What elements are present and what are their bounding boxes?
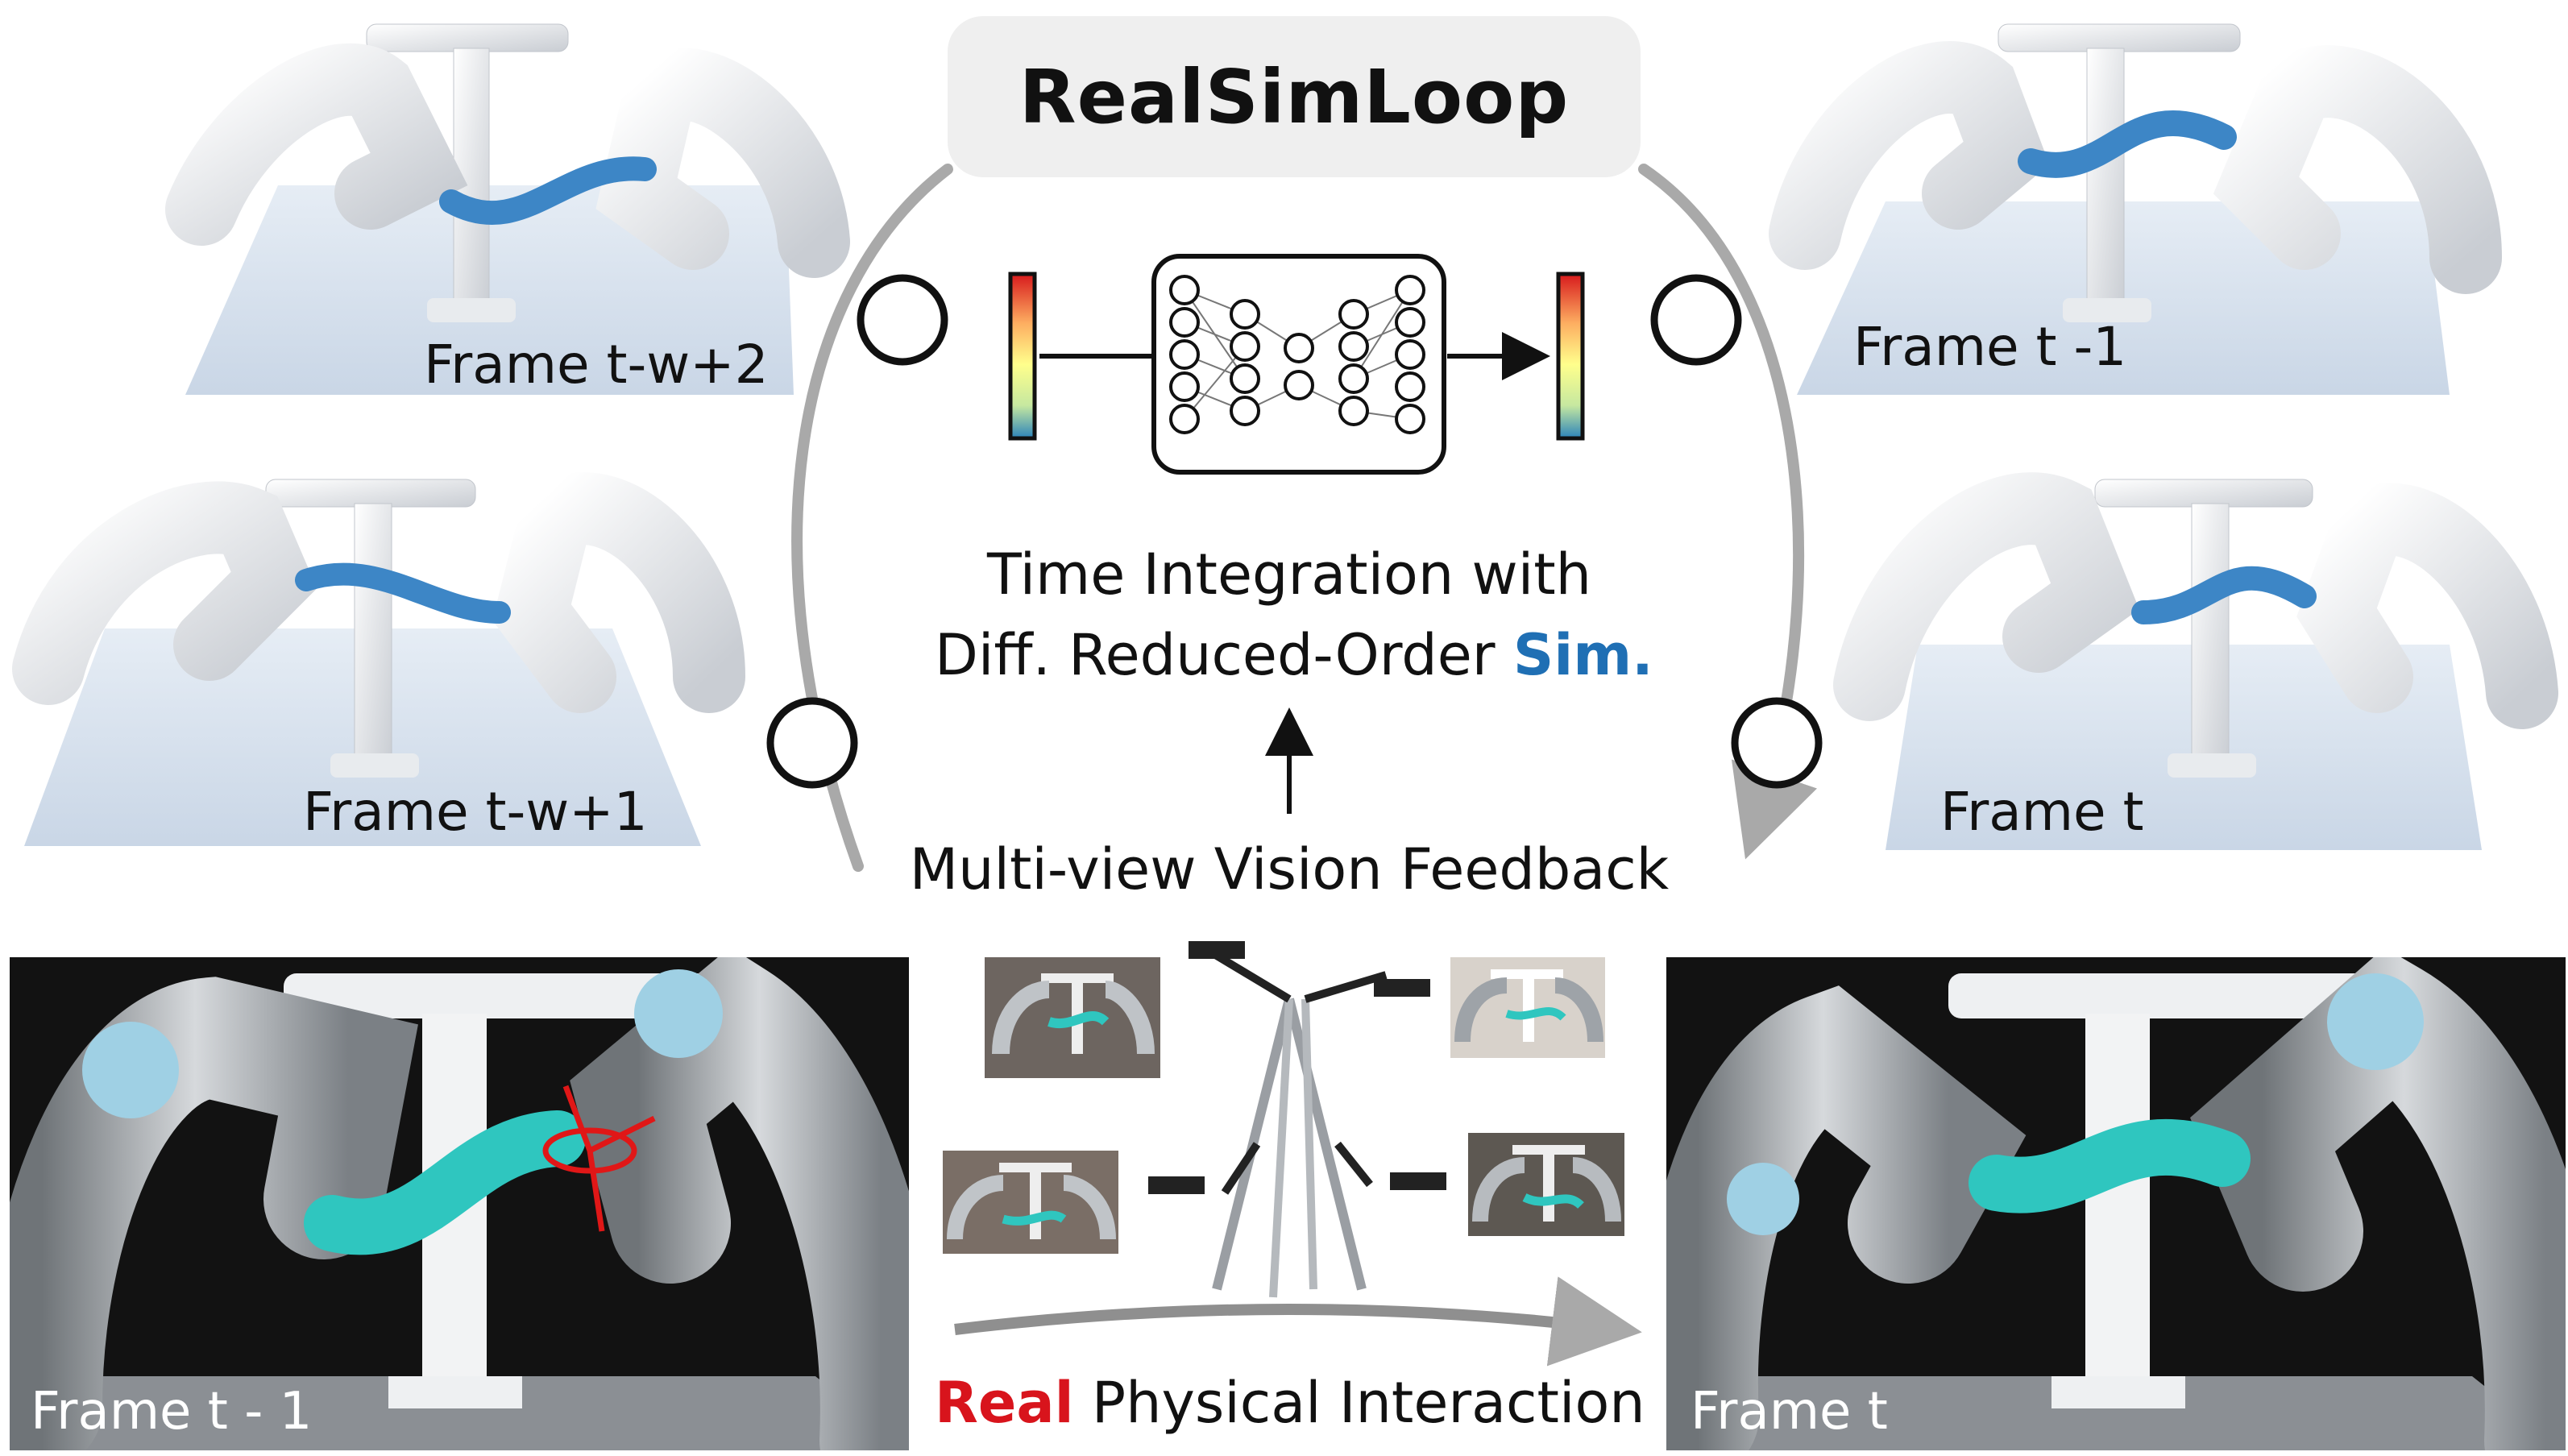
frame-label-t-sim: Frame t xyxy=(1940,781,2144,843)
camera-view-3 xyxy=(943,1151,1118,1254)
sim-caption-accent: Sim. xyxy=(1512,622,1653,688)
frame-label-t-w-1: Frame t-w+1 xyxy=(303,781,648,843)
sim-caption-line2: Diff. Reduced-Order Sim. xyxy=(935,627,1653,683)
interaction-accent: Real xyxy=(935,1370,1074,1436)
frame-label-t-w-2: Frame t-w+2 xyxy=(424,334,769,396)
real-frame-left: Frame t - 1 xyxy=(10,957,909,1450)
interaction-caption: Real Physical Interaction xyxy=(935,1375,1645,1431)
frame-label-t-real: Frame t xyxy=(1691,1382,1888,1441)
camera-view-3-render xyxy=(943,1151,1118,1254)
loop-node-bottom-right xyxy=(1731,697,1823,789)
real-frame-left-render xyxy=(10,957,909,1450)
camera-view-1-render xyxy=(985,957,1160,1078)
color-bar-input-icon xyxy=(1008,272,1037,441)
sim-frame-top-left xyxy=(165,23,850,395)
feedback-caption: Multi-view Vision Feedback xyxy=(909,836,1670,902)
loop-nodes xyxy=(766,274,1823,789)
loop-node-top-left xyxy=(857,274,948,366)
frame-label-t-1-real: Frame t - 1 xyxy=(31,1382,313,1441)
camera-view-2-render xyxy=(1450,957,1605,1058)
camera-view-4 xyxy=(1468,1133,1624,1236)
autoencoder-network-icon xyxy=(1151,254,1446,475)
interaction-suffix: Physical Interaction xyxy=(1073,1370,1645,1436)
network-block xyxy=(1008,254,1585,475)
sim-frame-top-right xyxy=(1769,23,2502,395)
loop-node-top-right xyxy=(1650,274,1742,366)
interaction-arrow xyxy=(954,1276,1642,1367)
sim-caption-prefix: Diff. Reduced-Order xyxy=(935,622,1513,688)
real-frame-right: Frame t xyxy=(1666,957,2566,1450)
sim-caption-line1: Time Integration with xyxy=(986,541,1592,608)
loop-node-bottom-left xyxy=(766,697,858,789)
camera-view-2 xyxy=(1450,957,1605,1058)
tripod-rig xyxy=(1148,941,1446,1298)
title-box: RealSimLoop xyxy=(948,16,1641,177)
camera-view-1 xyxy=(985,957,1160,1078)
sim-frame-mid-left xyxy=(12,472,745,846)
frame-label-t-1-sim: Frame t -1 xyxy=(1853,316,2127,378)
color-bar-output-icon xyxy=(1556,272,1585,441)
page-title: RealSimLoop xyxy=(1018,53,1570,140)
real-frame-right-render xyxy=(1666,957,2566,1450)
camera-view-4-render xyxy=(1468,1133,1624,1236)
sim-frame-mid-right xyxy=(1833,472,2558,850)
